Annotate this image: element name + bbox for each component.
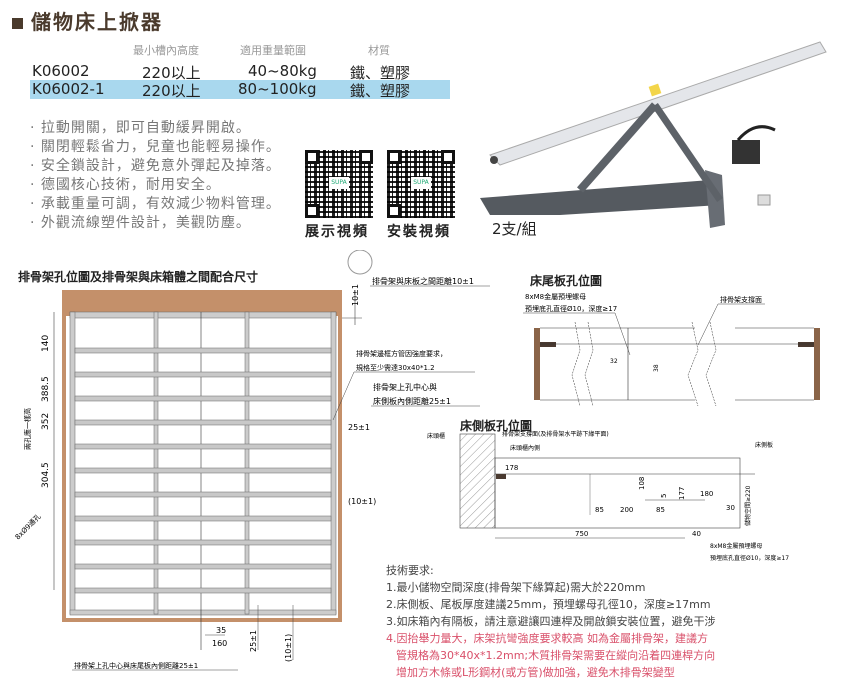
note-hole-2: 床側板內側距離25±1 [373,396,451,406]
qr-label-demo: 展示視頻 [305,224,369,240]
dim-140: 140 [41,335,51,352]
side-note-nut-1: 8xM8金屬預埋螺母 [710,542,762,550]
table-row: K06002 220以上 40~80kg 鐵、塑膠 [30,62,450,82]
table-row-highlighted: K06002-1 220以上 80~100kg 鐵、塑膠 [30,80,450,100]
slat [74,515,332,522]
dim-38: 38 [653,364,660,372]
quantity-label: 2支/組 [492,220,537,238]
col-material: 材質 [368,44,390,57]
dim-25-right: 25±1 [348,423,370,432]
two-holes-label: 兩孔應一樣高 [23,408,32,450]
feature-item: · 德國核心技術，耐用安全。 [30,177,221,193]
dim-space: 儲物空間≥220 [744,485,752,526]
slat [74,587,332,594]
tech-item: 1.最小儲物空間深度(排骨架下緣算起)需大於220mm [386,581,646,594]
note-bottom: 排骨架上孔中心與床尾板內側距離25±1 [74,661,198,670]
dim-30: 30 [726,504,735,512]
qr-logo: SUPA [411,177,431,189]
title-text: 儲物床上掀器 [31,10,163,34]
slat [74,395,332,402]
side-note-nut-2: 預埋底孔直徑Ø10，深度≥17 [710,554,789,562]
slat [74,371,332,378]
page-title: 儲物床上掀器 [12,6,163,35]
dim-200: 200 [620,506,633,514]
qr-code-install-video[interactable]: SUPA [387,150,455,218]
dim-160: 160 [212,639,227,648]
tech-heading: 技術要求: [386,564,434,577]
col-min-height: 最小槽內高度 [133,44,199,57]
material: 鐵、塑膠 [350,64,411,82]
tech-warning: 4.因抬舉力量大，床架抗彎強度要求較高 如為金屬排骨架，建議方 [386,632,708,645]
dim-85a: 85 [595,506,604,514]
side-diagram-title: 床側板孔位圖 [460,419,533,433]
dim-180: 180 [700,490,713,498]
tail-board-diagram: 8xM8金屬預埋螺母 預埋底孔直徑Ø10，深度≥17 排骨架支撐面 32 38 [523,292,820,407]
dim-gap-top: 10±1 [351,284,360,306]
feature-item: · 外觀流線塑件設計，美觀防塵。 [30,215,251,231]
label-headboard: 床頭櫃 [427,432,445,440]
tech-item: 2.床側板、尾板厚度建議25mm，預埋螺母孔徑10，深度≥17mm [386,598,711,611]
dim-108: 108 [638,477,646,490]
slat [74,347,332,354]
dim-10-right: (10±1) [348,497,376,506]
dim-178: 178 [505,464,518,472]
qr-code-demo-video[interactable]: SUPA [305,150,373,218]
side-board-diagram: 床頭櫃 排骨架支撐面(及排骨架水平跡下緣平面) 床頭櫃內側 床側板 178 10… [427,430,789,562]
lift-mechanism-image [480,41,827,228]
min-height: 220以上 [142,82,201,100]
note-hole-1: 排骨架上孔中心與 [373,382,437,392]
slat [74,491,332,498]
dim-5: 5 [660,494,668,498]
holes-label: 8xØ9通孔 [13,512,42,541]
min-height: 220以上 [142,64,201,82]
slat [74,419,332,426]
tech-warning: 增加方木條或L形鋼材(或方管)做加強，避免木排骨架變型 [396,666,675,679]
dim-32: 32 [610,358,618,365]
feature-item: · 拉動開關，即可自動緩昇開啟。 [30,120,251,136]
frame-diagram: 140 388.5 352 304.5 兩孔應一樣高 8xØ9通孔 10±1 排… [13,250,490,671]
tail-note-nut-1: 8xM8金屬預埋螺母 [525,292,586,301]
feature-item: · 關閉輕鬆省力，兒童也能輕易操作。 [30,139,281,155]
slat [74,563,332,570]
dim-40: 40 [692,530,701,538]
model: K06002-1 [32,80,105,98]
material: 鐵、塑膠 [350,82,411,100]
label-side: 床側板 [755,441,773,449]
tech-warning: 管規格為30*40x*1.2mm;木質排骨架需要在縱向沿着四連桿方向 [396,649,716,662]
tail-diagram-title: 床尾板孔位圖 [530,274,603,288]
dim-352: 352 [41,413,51,430]
label-support: 排骨架支撐面(及排骨架水平跡下緣平面) [502,430,609,438]
slat [74,443,332,450]
tail-note-nut-2: 預埋底孔直徑Ø10，深度≥17 [525,304,617,313]
dim-388-5: 388.5 [41,376,51,402]
title-square-icon [12,18,23,29]
weight: 40~80kg [248,62,317,80]
dim-35: 35 [216,626,226,635]
dim-10-bottom: (10±1) [284,634,293,662]
feature-item: · 安全鎖設計，避免意外彈起及掉落。 [30,158,281,174]
tech-item: 3.如床箱內有隔板，請注意避讓四連桿及開啟鎖安裝位置，避免干涉 [386,615,716,628]
col-weight: 適用重量範圍 [240,44,306,57]
weight: 80~100kg [238,80,317,98]
note-tube-2: 規格至少需達30x40*1.2 [356,363,435,372]
dim-25-bottom: 25±1 [249,630,258,652]
qr-label-install: 安裝視頻 [387,224,451,240]
label-inner: 床頭櫃內側 [510,444,540,452]
feature-item: · 承載重量可調，有效減少物料管理。 [30,196,281,212]
note-tube-1: 排骨架邊框方管因強度要求， [356,349,447,358]
model: K06002 [32,62,90,80]
qr-logo: SUPA [329,177,349,189]
slat [74,467,332,474]
dim-750: 750 [575,530,588,538]
dim-177: 177 [678,487,686,500]
slat [74,539,332,546]
dim-304-5: 304.5 [41,462,51,488]
note-gap: 排骨架與床板之間距離10±1 [372,276,474,286]
tail-note-support: 排骨架支撐面 [720,295,762,304]
frame-diagram-title: 排骨架孔位圖及排骨架與床箱體之間配合尺寸 [18,270,259,284]
dim-85b: 85 [656,506,665,514]
